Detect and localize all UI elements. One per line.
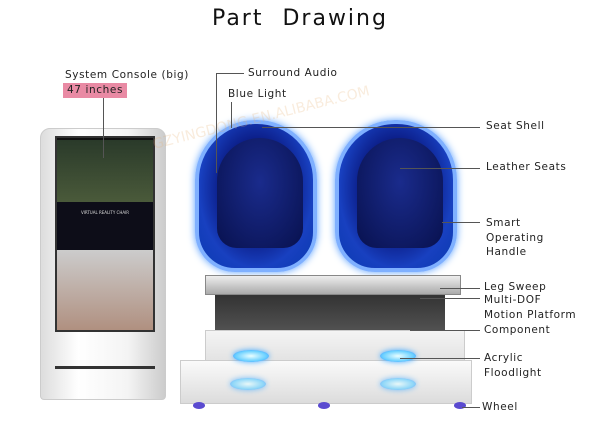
page-title: Part Drawing (212, 6, 388, 31)
label-line: Handle (486, 246, 527, 258)
label-line: Smart (486, 217, 521, 229)
leader-line (216, 73, 217, 173)
label-blue-light: Blue Light (228, 88, 287, 100)
leg-sweep (205, 275, 461, 295)
right-seat-pod (335, 120, 457, 272)
floodlight (380, 350, 416, 362)
label-surround-audio: Surround Audio (248, 67, 338, 79)
label-component: Component (484, 324, 551, 336)
leader-line (442, 222, 480, 223)
leader-line (410, 330, 480, 331)
leader-line (262, 127, 480, 128)
label-leg-sweep: Leg Sweep (484, 281, 547, 293)
floodlight (380, 378, 416, 390)
label-line: Acrylic (484, 352, 524, 364)
wheel (318, 402, 330, 409)
console-screen-menu: VIRTUAL REALITY CHAIR (57, 202, 153, 250)
console-screen-vr-user (57, 250, 153, 330)
label-line: Floodlight (484, 366, 542, 379)
leather-seat (217, 138, 303, 248)
motion-platform (215, 295, 445, 335)
label-motion-platform: Multi-DOF Motion Platform (484, 293, 576, 322)
label-line: Multi-DOF (484, 294, 542, 306)
left-seat-pod (195, 120, 317, 272)
console-screen-game (57, 140, 153, 202)
wheel (193, 402, 205, 409)
leader-line (216, 73, 244, 74)
label-handle: Smart Operating Handle (486, 216, 544, 260)
wheel (454, 402, 466, 409)
console-label: System Console (big) (65, 69, 189, 81)
label-wheel: Wheel (482, 401, 518, 413)
leader-line (420, 298, 480, 299)
base-lower (180, 360, 472, 404)
label-line: Operating (486, 231, 544, 244)
label-line: Motion Platform (484, 308, 577, 321)
leader-line (462, 407, 480, 408)
leader-line (440, 288, 480, 289)
floodlight (233, 350, 269, 362)
leader-line (400, 358, 480, 359)
leader-line (400, 168, 480, 169)
label-floodlight: Acrylic Floodlight (484, 351, 542, 380)
label-seat-shell: Seat Shell (486, 120, 545, 132)
label-leather-seats: Leather Seats (486, 161, 567, 173)
leader-line (103, 98, 104, 158)
leader-line (231, 102, 232, 128)
floodlight (230, 378, 266, 390)
console-size-badge: 47 inches (63, 83, 128, 98)
leather-seat (357, 138, 443, 248)
console-base-stripe (55, 366, 155, 369)
console-screen-text: VIRTUAL REALITY CHAIR (80, 210, 130, 215)
